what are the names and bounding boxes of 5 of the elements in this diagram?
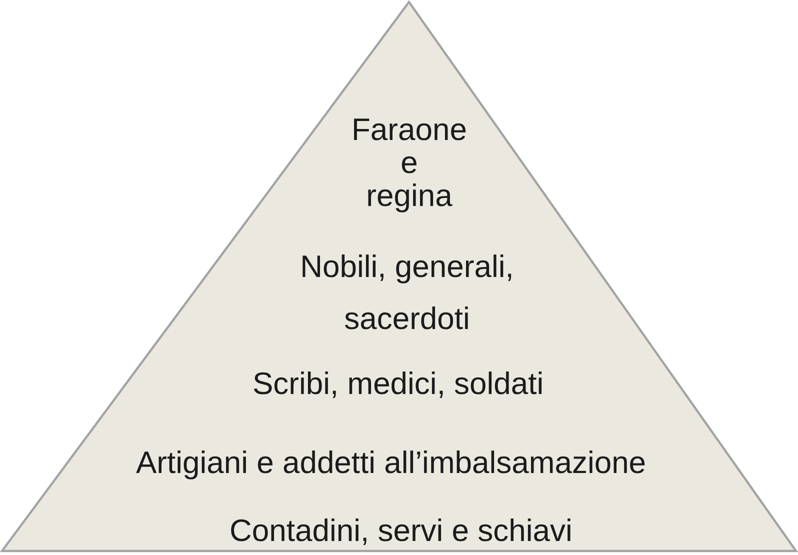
- tier-label: Scribi, medici, soldati: [252, 366, 544, 402]
- tier-label: Contadini, servi e schiavi: [230, 513, 572, 549]
- tier-label: Artigiani e addetti all’imbalsamazione: [136, 445, 646, 481]
- tier-label: Faraone e regina: [352, 113, 467, 212]
- tier-label: Nobili, generali, sacerdoti: [299, 248, 515, 338]
